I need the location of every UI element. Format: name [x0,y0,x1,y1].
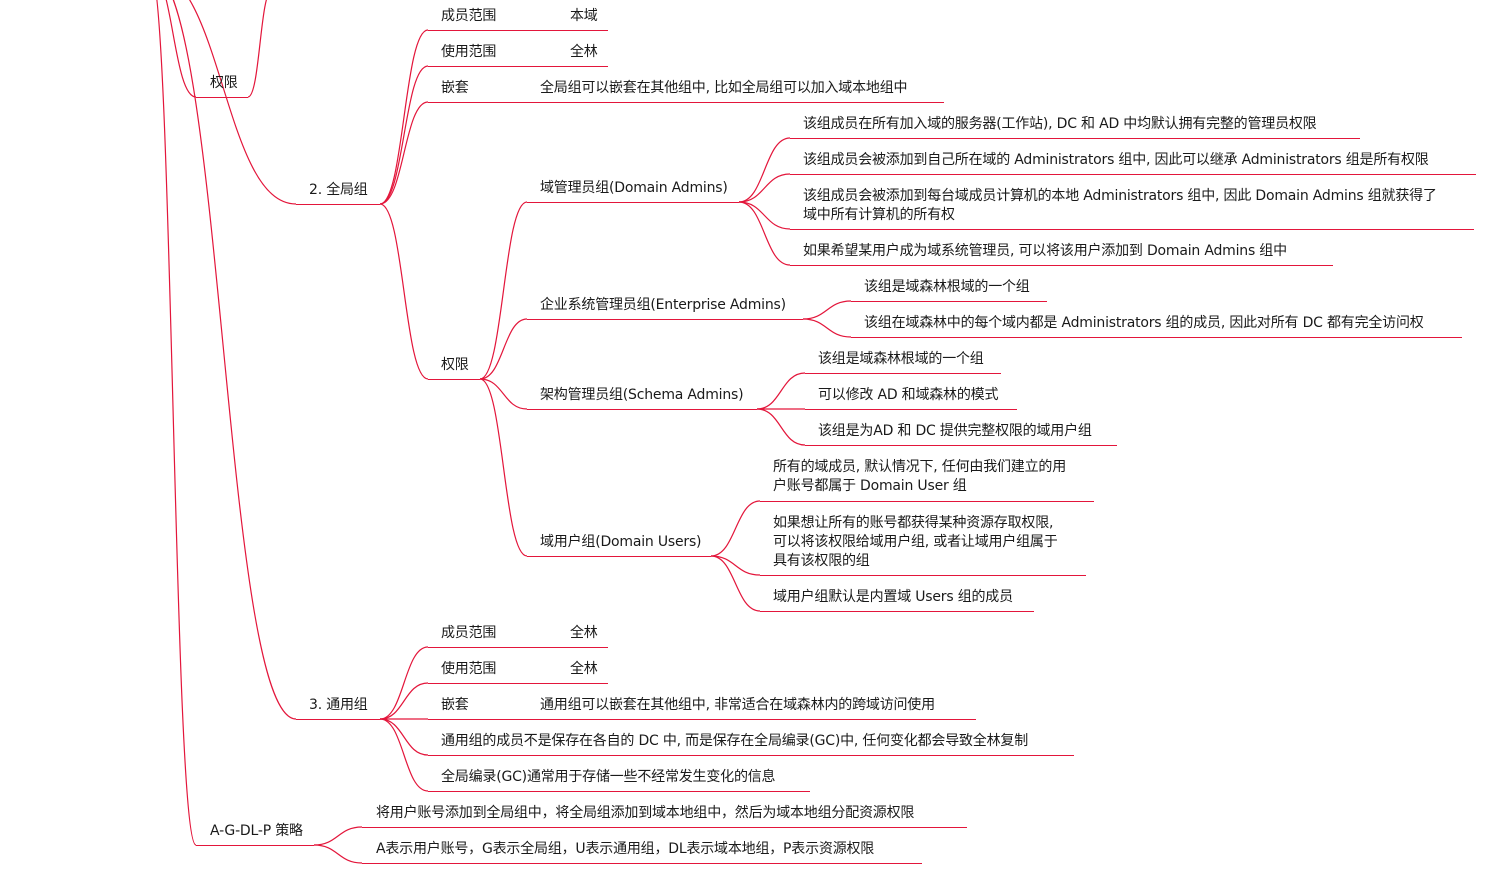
enterprise-admins-item[interactable]: 该组是域森林根域的一个组 [864,279,1030,295]
connector-line [710,500,761,557]
universal-use-scope-label[interactable]: 使用范围 [441,661,497,677]
global-nesting-label[interactable]: 嵌套 [441,80,469,96]
connector-line [738,173,791,203]
connector-line [710,555,761,612]
agdlp-strategy-node[interactable]: A-G-DL-P 策略 [210,823,303,839]
universal-nesting-label[interactable]: 嵌套 [441,697,469,713]
domain-users-item[interactable]: 如果想让所有的账号都获得某种资源存取权限, 可以将该权限给域用户组, 或者让域用… [773,515,1058,569]
universal-member-scope-label[interactable]: 成员范围 [441,625,497,641]
universal-note[interactable]: 通用组的成员不是保存在各自的 DC 中, 而是保存在全局编录(GC)中, 任何变… [441,733,1029,749]
global-use-scope-label[interactable]: 使用范围 [441,44,497,60]
domain-admins-item[interactable]: 如果希望某用户成为域系统管理员, 可以将该用户添加到 Domain Admins… [803,243,1287,259]
connector-line [756,372,806,410]
connector-line [738,201,791,266]
universal-note[interactable]: 全局编录(GC)通常用于存储一些不经常发生变化的信息 [441,769,776,785]
connector-line [738,137,791,203]
connector-line [479,201,528,380]
connector-line [379,101,429,205]
domain-admins-item[interactable]: 该组成员会被添加到每台域成员计算机的本地 Administrators 组中, … [803,188,1437,223]
connector-line [479,378,528,557]
global-permissions-node[interactable]: 权限 [441,357,469,373]
global-use-scope-value[interactable]: 全林 [570,44,598,60]
global-nesting-value[interactable]: 全局组可以嵌套在其他组中, 比如全局组可以加入域本地组中 [540,80,908,96]
connector-line [156,0,197,846]
connector-line [379,682,429,720]
universal-use-scope-value[interactable]: 全林 [570,661,598,677]
connector-line [738,201,791,230]
connector-line [379,203,429,380]
connector-line [379,718,429,792]
universal-nesting-value[interactable]: 通用组可以嵌套在其他组中, 非常适合在域森林内的跨域访问使用 [540,697,935,713]
domain-users-item[interactable]: 所有的域成员, 默认情况下, 任何由我们建立的用 户账号都属于 Domain U… [773,459,1066,494]
connector-line [756,408,806,446]
global-member-scope-label[interactable]: 成员范围 [441,8,497,24]
connector-line [247,0,268,98]
schema-admins-item[interactable]: 可以修改 AD 和域森林的模式 [818,387,999,403]
connector-line [313,844,363,864]
universal-member-scope-value[interactable]: 全林 [570,625,598,641]
domain-users-item[interactable]: 域用户组默认是内置域 Users 组的成员 [773,589,1013,605]
agdlp-item[interactable]: A表示用户账号，G表示全局组，U表示通用组，DL表示域本地组，P表示资源权限 [376,841,875,857]
permissions-node[interactable]: 权限 [210,75,238,91]
connector-line [165,0,197,98]
connector-line [479,318,528,380]
connector-line [379,65,429,205]
schema-admins-node[interactable]: 架构管理员组(Schema Admins) [540,387,744,403]
connector-line [710,555,761,576]
connector-line [379,718,429,756]
domain-admins-item[interactable]: 该组成员会被添加到自己所在域的 Administrators 组中, 因此可以继… [803,152,1429,168]
connector-line [802,318,852,338]
connector-line [313,826,363,846]
connector-line [802,300,852,320]
enterprise-admins-node[interactable]: 企业系统管理员组(Enterprise Admins) [540,297,786,313]
connector-line [172,0,297,720]
global-group-node[interactable]: 2. 全局组 [309,182,368,198]
global-member-scope-value[interactable]: 本域 [570,8,598,24]
schema-admins-item[interactable]: 该组是域森林根域的一个组 [818,351,984,367]
universal-group-node[interactable]: 3. 通用组 [309,697,368,713]
connector-line [379,29,429,205]
domain-users-node[interactable]: 域用户组(Domain Users) [540,534,702,550]
schema-admins-item[interactable]: 该组是为AD 和 DC 提供完整权限的域用户组 [818,423,1092,439]
domain-admins-item[interactable]: 该组成员在所有加入域的服务器(工作站), DC 和 AD 中均默认拥有完整的管理… [803,116,1317,132]
domain-admins-node[interactable]: 域管理员组(Domain Admins) [540,180,728,196]
enterprise-admins-item[interactable]: 该组在域森林中的每个域内都是 Administrators 组的成员, 因此对所… [864,315,1424,331]
connector-line [379,646,429,720]
connector-line [479,378,528,410]
connector-line [188,0,297,205]
agdlp-item[interactable]: 将用户账号添加到全局组中，将全局组添加到域本地组中，然后为域本地组分配资源权限 [376,805,915,821]
